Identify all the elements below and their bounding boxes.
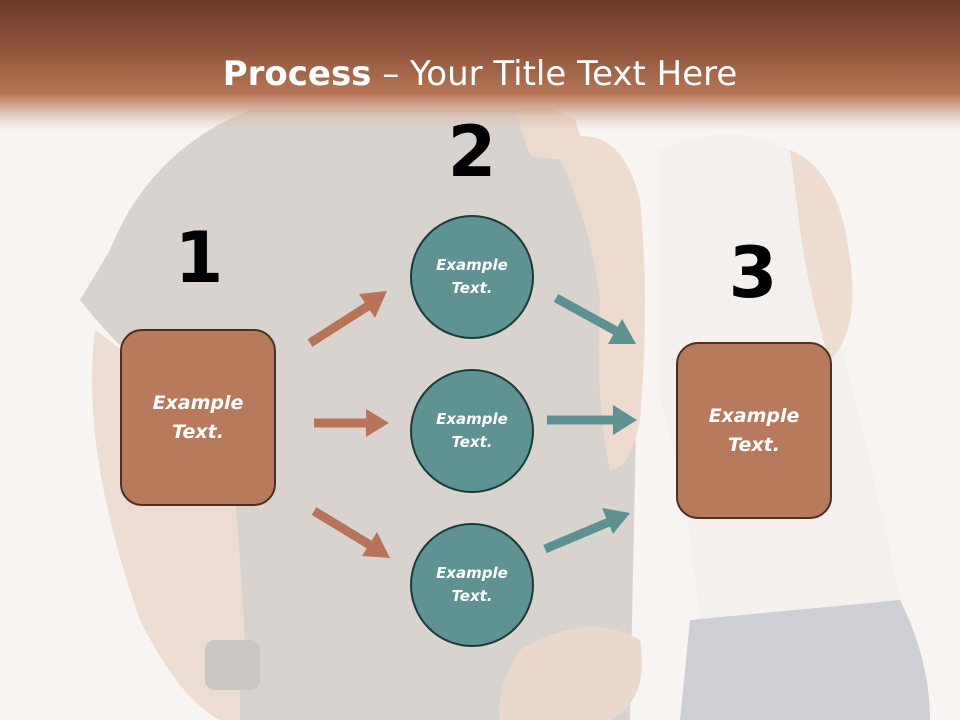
step-number-3: 3 [728,232,778,314]
step-2-circle-1: Example Text. [410,215,534,339]
arrow-circle-1-to-3 [553,294,636,344]
step-number-2: 2 [447,111,497,193]
step-2-circle-2: Example Text. [410,369,534,493]
step-1-box: Example Text. [120,329,276,506]
arrow-1-to-circle-1 [307,291,387,347]
step-3-box: Example Text. [676,342,832,519]
arrow-circle-3-to-3 [543,508,630,554]
step-2-circle-3-text: Example Text. [436,564,508,605]
step-2-circle-3: Example Text. [410,523,534,647]
arrow-1-to-circle-2 [314,409,389,437]
step-1-text: Example Text. [152,391,244,443]
title-bar [0,0,960,130]
step-number-1: 1 [174,217,224,299]
title-bold: Process [222,54,372,94]
step-3-text: Example Text. [708,404,800,456]
step-2-circle-1-text: Example Text. [436,256,508,297]
title-rest: – Your Title Text Here [371,54,738,94]
arrow-1-to-circle-3 [311,507,390,558]
page-title: Process – Your Title Text Here [0,52,960,96]
step-2-circle-2-text: Example Text. [436,410,508,451]
arrow-circle-2-to-3 [547,405,637,435]
